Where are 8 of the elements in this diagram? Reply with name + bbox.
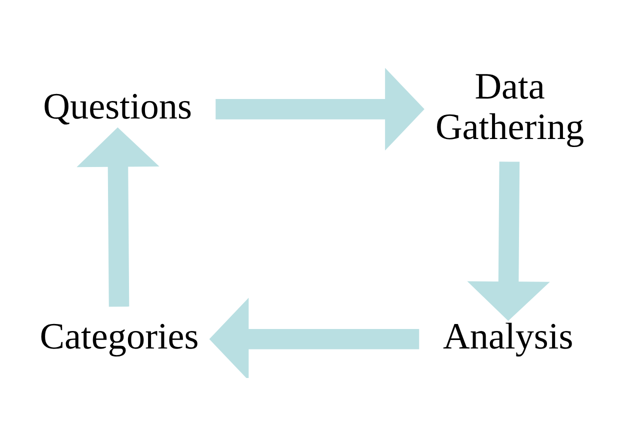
node-text: Categories <box>40 316 199 358</box>
arrow <box>216 68 424 151</box>
node-text: Questions <box>43 86 192 128</box>
node-text: Data Gathering <box>435 66 584 148</box>
arrow <box>76 127 160 307</box>
node-text: Analysis <box>443 316 574 358</box>
arrow <box>209 298 420 378</box>
arrow <box>467 162 550 321</box>
